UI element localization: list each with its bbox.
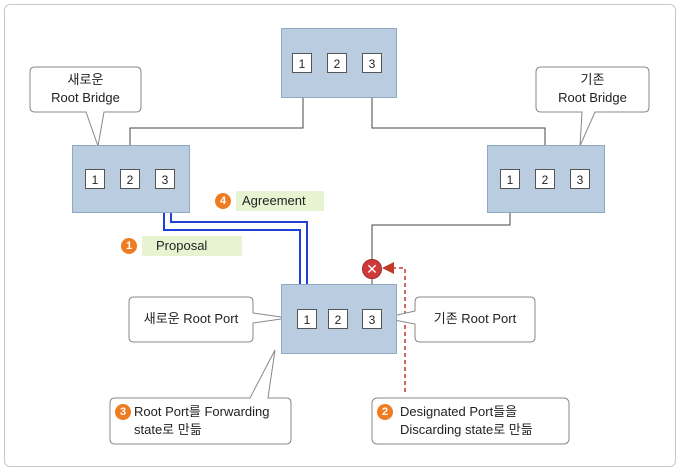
port-1: 1 [297, 309, 317, 329]
port-2: 2 [120, 169, 140, 189]
switch-top: 1 2 3 [281, 28, 397, 98]
proposal-tag: Proposal [142, 236, 242, 256]
switch-new-root-bridge: 1 2 3 [72, 145, 190, 213]
step3-line1: Root Port를 Forwarding [134, 404, 270, 419]
port-1: 1 [500, 169, 520, 189]
port-1: 1 [85, 169, 105, 189]
step2-label: Designated Port들을 Discarding state로 만듦 [372, 403, 569, 439]
callout-new-root-port [128, 296, 289, 343]
old-root-port-label: 기존 Root Port [433, 311, 517, 326]
old-root-bridge-label: 기존 Root Bridge [536, 71, 649, 107]
step1-badge: 1 [121, 238, 137, 254]
port-3: 3 [155, 169, 175, 189]
callout-step3 [109, 349, 292, 445]
discard-arrow [382, 262, 406, 392]
port-3: 3 [362, 53, 382, 73]
step2-line2: Discarding state로 만듦 [400, 422, 533, 437]
port-2: 2 [327, 53, 347, 73]
new-root-bridge-line2: Root Bridge [51, 90, 120, 105]
old-root-bridge-line1: 기존 [580, 72, 605, 87]
x-circle-icon: ✕ [362, 259, 382, 279]
new-root-port-label: 새로운 Root Port [143, 311, 239, 326]
step2-line1: Designated Port들을 [400, 404, 518, 419]
switch-old-root-bridge: 1 2 3 [487, 145, 605, 213]
port-1: 1 [292, 53, 312, 73]
port-3: 3 [362, 309, 382, 329]
callout-old-root-bridge [535, 66, 650, 147]
new-root-bridge-line1: 새로운 [67, 72, 104, 87]
step2-badge: 2 [377, 404, 393, 420]
new-root-bridge-label: 새로운 Root Bridge [30, 71, 141, 107]
port-3: 3 [570, 169, 590, 189]
port-2: 2 [535, 169, 555, 189]
step3-label: Root Port를 Forwarding state로 만듦 [110, 403, 291, 439]
step3-line2: state로 만듦 [134, 422, 202, 437]
callout-old-root-port [383, 296, 536, 343]
agreement-tag: Agreement [236, 191, 324, 211]
step4-badge: 4 [215, 193, 231, 209]
step3-badge: 3 [115, 404, 131, 420]
switch-bottom: 1 2 3 [281, 284, 397, 354]
callout-new-root-bridge [29, 66, 142, 148]
old-root-bridge-line2: Root Bridge [558, 90, 627, 105]
port-2: 2 [328, 309, 348, 329]
callout-step2 [371, 397, 570, 445]
